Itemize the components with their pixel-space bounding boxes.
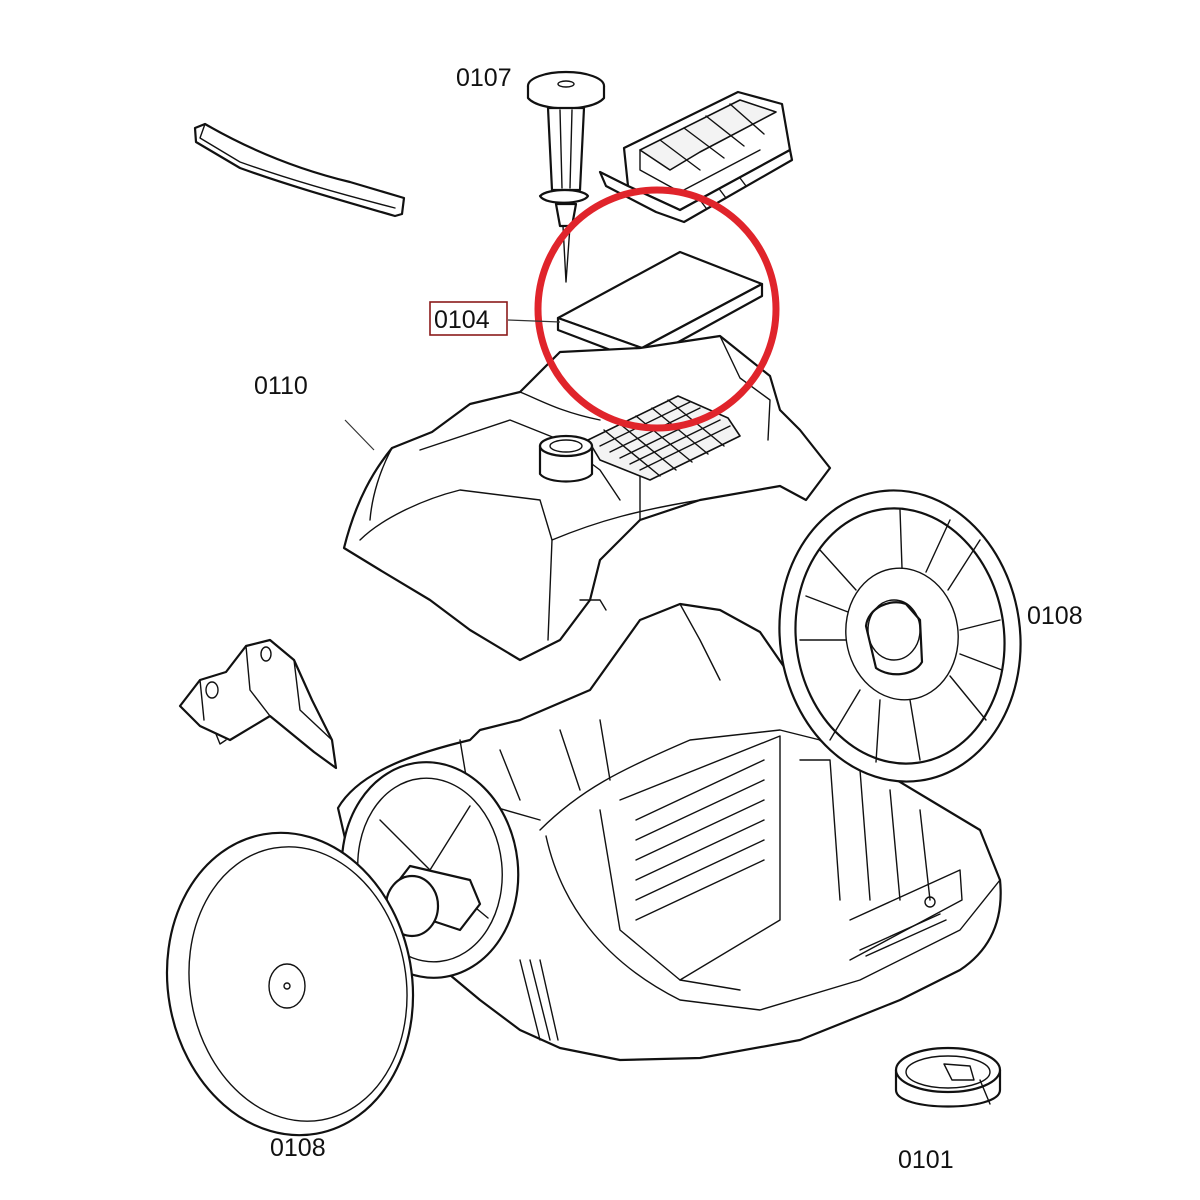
label-0108-right: 0108 bbox=[1027, 602, 1083, 630]
leader-0104 bbox=[507, 319, 561, 323]
highlight-circle bbox=[534, 186, 780, 432]
leader-0110 bbox=[344, 419, 375, 451]
part-0107-knob bbox=[526, 70, 606, 283]
label-box-0104 bbox=[429, 301, 508, 336]
filter-holder-frame bbox=[598, 90, 794, 224]
label-0104: 0104 bbox=[434, 306, 490, 334]
hinge-bracket bbox=[178, 638, 338, 770]
label-0110: 0110 bbox=[254, 372, 308, 400]
part-0101-ring bbox=[894, 1046, 1002, 1108]
seal-strip bbox=[193, 122, 406, 218]
part-0108-wheel-left bbox=[165, 761, 520, 1137]
label-0101: 0101 bbox=[898, 1146, 954, 1174]
label-0107: 0107 bbox=[456, 64, 512, 92]
part-0108-wheel-right bbox=[778, 489, 1022, 783]
label-0108-left: 0108 bbox=[270, 1134, 326, 1162]
main-body bbox=[336, 602, 1002, 1062]
part-0110-cover bbox=[342, 334, 832, 662]
